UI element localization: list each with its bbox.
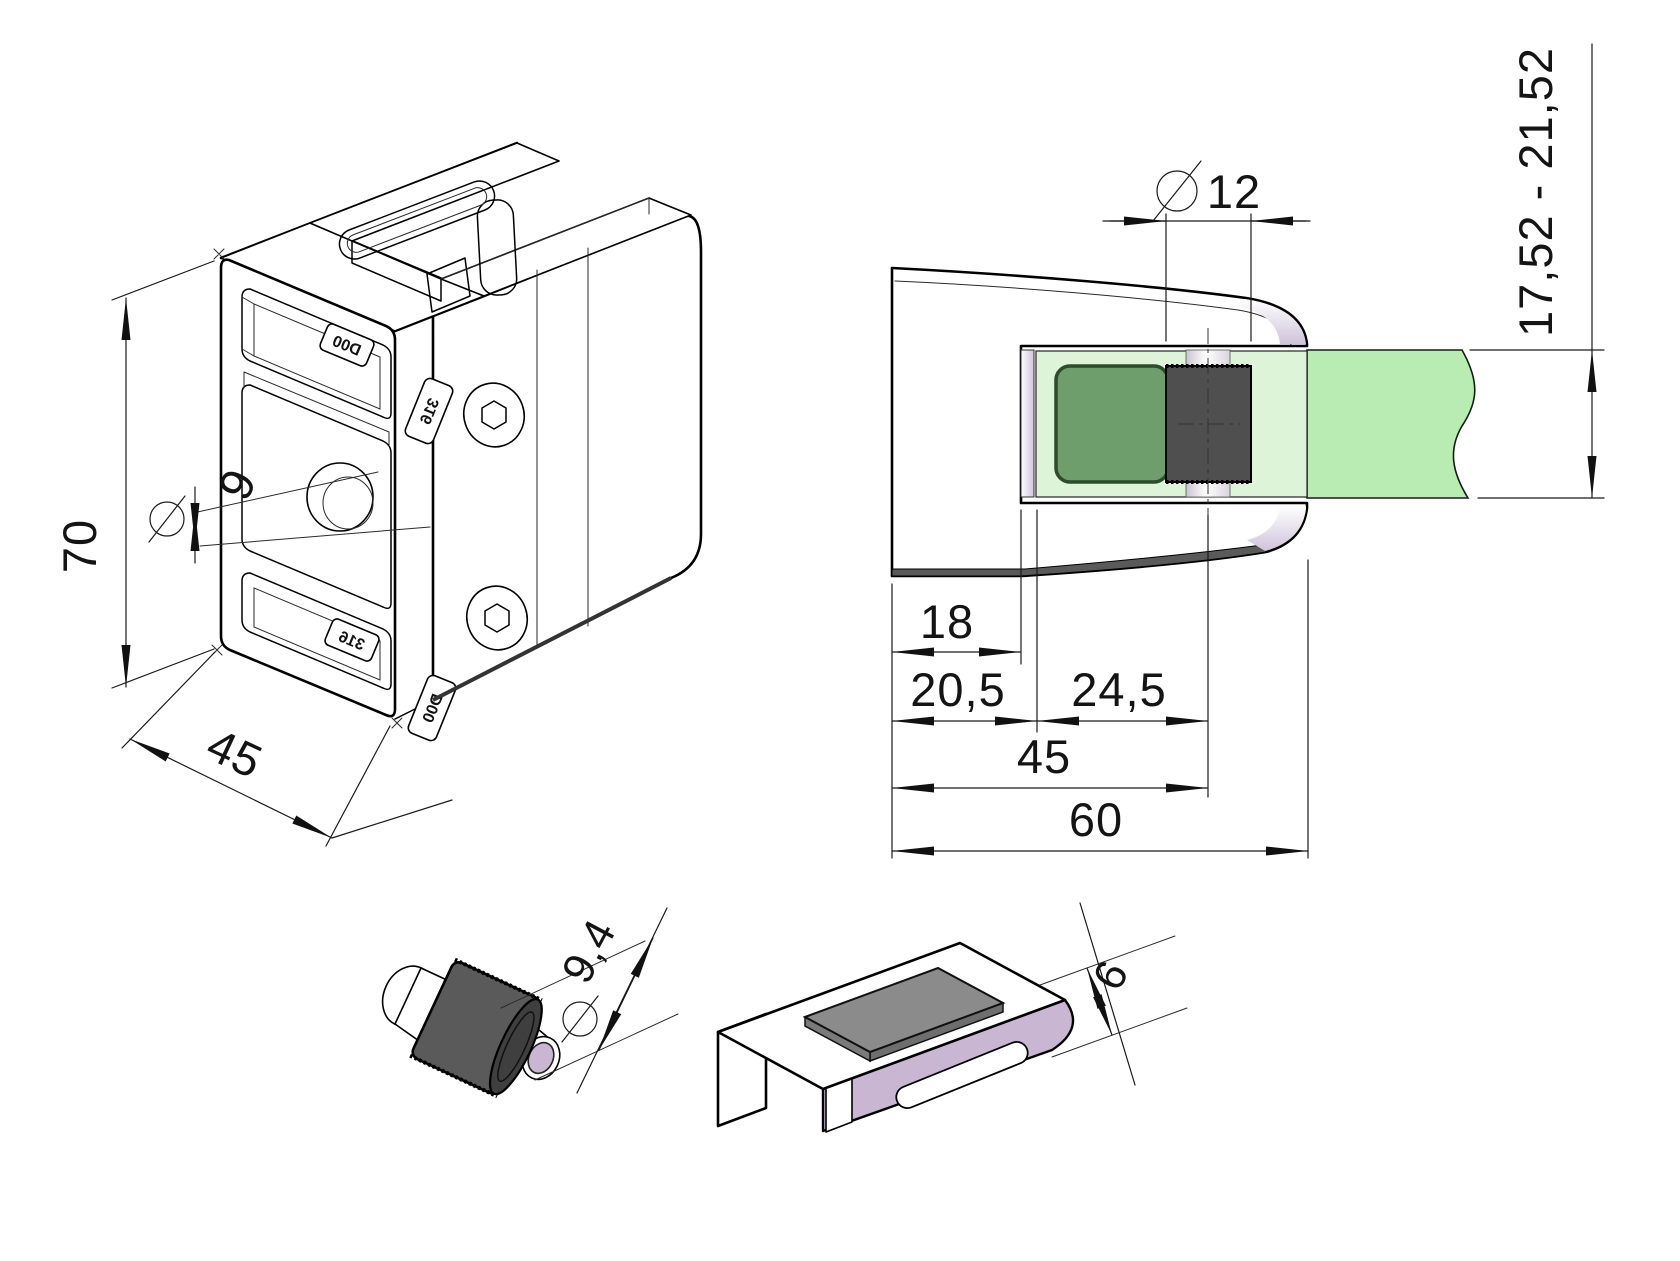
pin-rubber-sleeve xyxy=(409,957,543,1099)
dim-iso-width: 45 xyxy=(121,651,453,847)
isometric-view: D00 316 316 D00 70 45 xyxy=(53,141,703,847)
iso-top-recess xyxy=(241,288,392,420)
iso-center-boss xyxy=(241,384,392,610)
iso-bottom-shade xyxy=(432,576,672,702)
iso-center-boss-top-edge xyxy=(243,371,390,447)
rubber-pad-through-glass xyxy=(1054,364,1170,484)
glass-panel xyxy=(1306,349,1476,499)
iso-hex-screw-bottom xyxy=(466,585,528,651)
iso-marking-edge-top: 316 xyxy=(404,377,454,445)
dim-roller-center-text: 45 xyxy=(1017,730,1071,783)
dim-roller-center: 45 xyxy=(891,730,1209,793)
iso-marking-edge-bottom: D00 xyxy=(407,674,457,742)
iso-marking-front-bottom: 316 xyxy=(324,618,380,662)
gasket-detail-view: 6 xyxy=(716,902,1188,1133)
dim-roller-diameter: 12 xyxy=(1102,160,1311,342)
iso-bottom-recess xyxy=(241,572,392,691)
dim-roller-offset-text: 24,5 xyxy=(1071,663,1166,716)
corner-highlight-bottom xyxy=(1247,506,1306,551)
dim-roller-diameter-text: 12 xyxy=(1207,165,1261,218)
top-view: 12 17,52 - 21,52 18 20,5 24,5 45 60 xyxy=(890,43,1605,859)
iso-hex-screw-top xyxy=(463,382,525,448)
slot-end-spacer xyxy=(1020,349,1035,498)
dim-iso-height-text: 70 xyxy=(53,519,106,573)
body-bottom-shade xyxy=(891,544,1267,577)
iso-mount-hole-bore xyxy=(322,476,374,530)
gasket-side-slot xyxy=(895,1040,1029,1110)
dim-depth-text: 60 xyxy=(1069,793,1123,846)
dim-roller-offset: 24,5 xyxy=(1036,663,1209,726)
dim-glass-range: 17,52 - 21,52 xyxy=(1469,43,1605,499)
dim-gasket-thickness: 6 xyxy=(1039,902,1188,1086)
gasket-pad xyxy=(802,966,1006,1063)
iso-left-wall-top-face xyxy=(309,142,560,242)
iso-slot-insert-boss xyxy=(426,257,471,313)
iso-marking-front-top: D00 xyxy=(319,323,375,367)
dim-glass-range-text: 17,52 - 21,52 xyxy=(1509,47,1562,337)
dim-iso-height: 70 xyxy=(53,260,215,689)
pin-detail-view: 9,4 xyxy=(381,907,679,1099)
iso-corner-marks xyxy=(211,248,403,729)
dim-glass-start: 20,5 xyxy=(891,663,1038,726)
iso-right-wall-top-face xyxy=(440,197,692,297)
iso-edge-chamfer xyxy=(394,315,434,720)
iso-right-wall-inner-edge xyxy=(440,197,650,280)
corner-highlight-top xyxy=(1240,299,1306,344)
dim-slot-depth-text: 18 xyxy=(920,595,974,648)
gasket-side-face xyxy=(821,998,1075,1133)
iso-slot-front-wall xyxy=(351,240,442,302)
iso-mount-hole xyxy=(306,462,374,532)
iso-top-capsule-slot xyxy=(338,180,496,260)
iso-face-highlight-lines xyxy=(536,247,589,649)
dim-glass-start-text: 20,5 xyxy=(910,663,1005,716)
dim-slot-depth: 18 xyxy=(891,595,1022,657)
dim-depth: 60 xyxy=(891,793,1309,856)
